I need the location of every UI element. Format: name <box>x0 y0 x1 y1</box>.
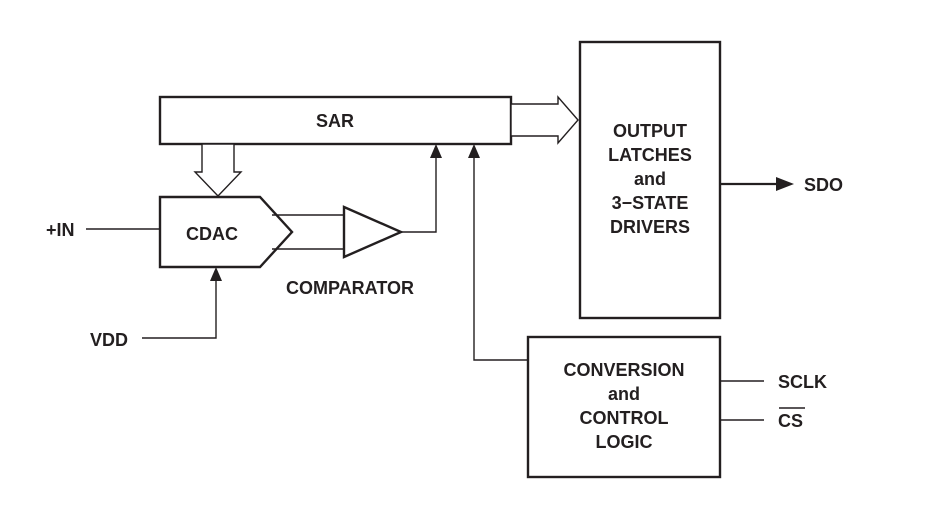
vdd-line <box>142 279 217 339</box>
sdo-label: SDO <box>804 175 843 195</box>
output-latches-block <box>578 40 722 320</box>
control-label-line-4: LOGIC <box>596 432 653 452</box>
control-to-sar-line <box>473 156 528 361</box>
sclk-label: SCLK <box>778 372 827 392</box>
vdd-label: VDD <box>90 330 128 350</box>
control-logic-block <box>526 335 722 479</box>
output-label-line-5: DRIVERS <box>610 217 690 237</box>
cs-label: CS <box>778 411 803 431</box>
sar-to-cdac-bus-arrow <box>193 143 243 198</box>
control-to-sar-arrowhead <box>468 144 480 158</box>
output-label-line-3: and <box>634 169 666 189</box>
comparator-symbol <box>342 205 404 259</box>
sar-to-output-bus-arrow <box>510 95 579 145</box>
sar-label: SAR <box>316 111 354 131</box>
sar-block <box>158 95 513 146</box>
control-label-line-2: and <box>608 384 640 404</box>
cdac-label: CDAC <box>186 224 238 244</box>
vdd-arrowhead <box>210 267 222 281</box>
input-in-label: +IN <box>46 220 75 240</box>
output-label-line-4: 3−STATE <box>612 193 689 213</box>
comparator-to-sar-arrowhead <box>430 144 442 158</box>
comparator-to-sar-line <box>401 156 437 233</box>
output-label-line-1: OUTPUT <box>613 121 687 141</box>
comparator-label: COMPARATOR <box>286 278 414 298</box>
sdo-arrowhead <box>776 177 794 191</box>
output-label-line-2: LATCHES <box>608 145 692 165</box>
control-label-line-1: CONVERSION <box>563 360 684 380</box>
control-label-line-3: CONTROL <box>580 408 669 428</box>
